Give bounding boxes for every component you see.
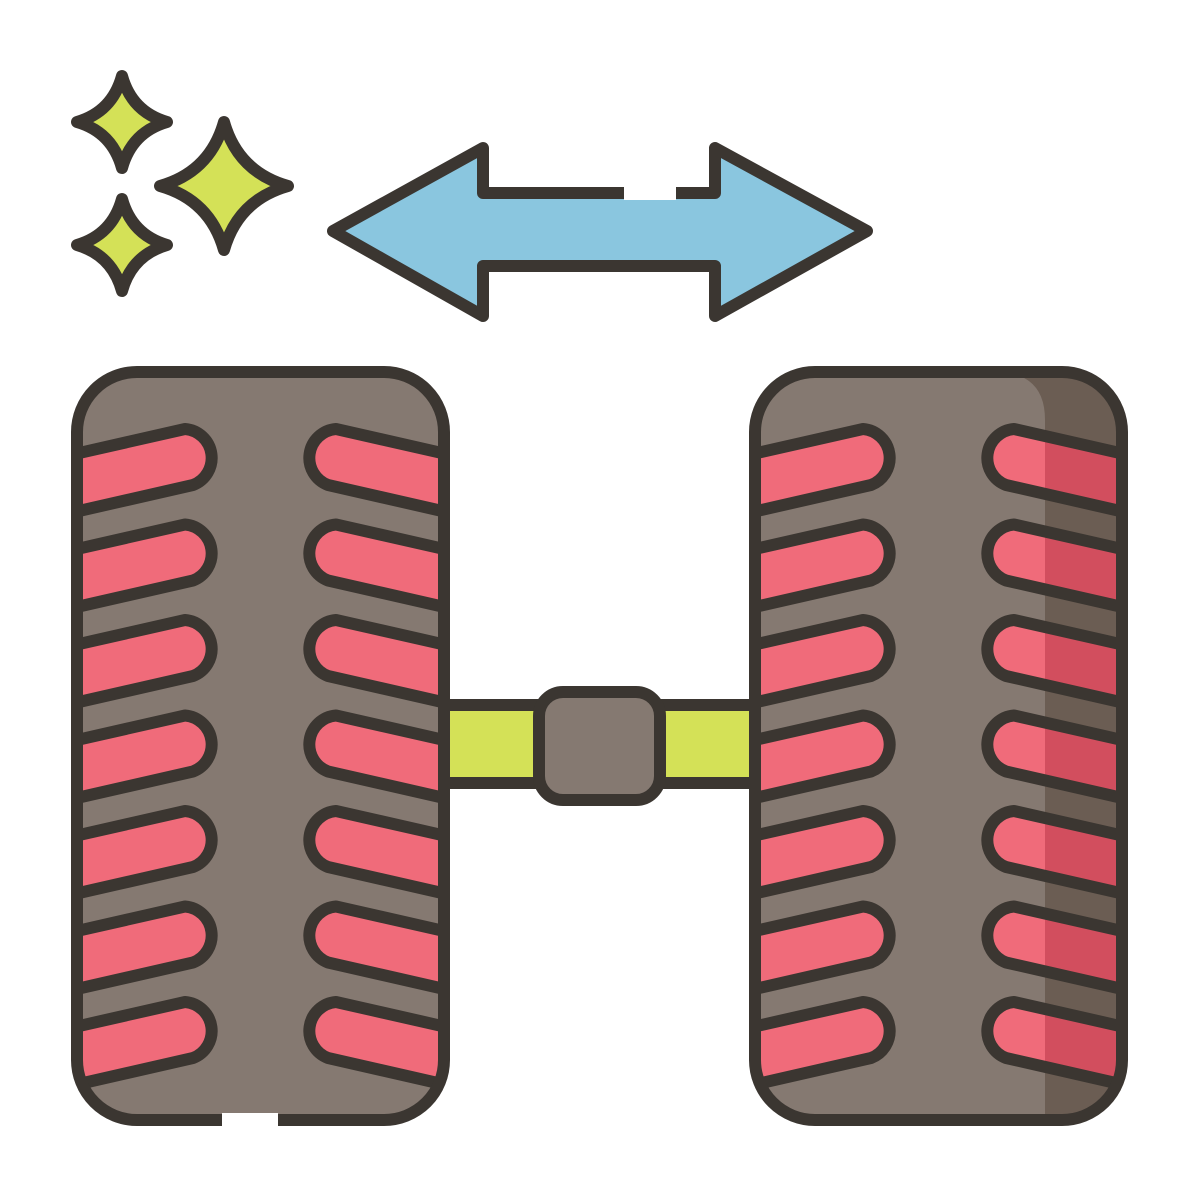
sparkles-icon	[71, 70, 294, 297]
tread-block-group	[303, 709, 444, 809]
double-arrow-icon	[327, 142, 873, 322]
tread-block-group	[303, 996, 444, 1095]
tread-block	[77, 900, 218, 1000]
tread-block-group	[303, 805, 444, 904]
tread-block	[755, 709, 896, 809]
sparkle-large	[154, 116, 294, 256]
tread-block-group	[981, 423, 1122, 522]
left-tire-treads	[77, 423, 444, 1095]
right-tire-treads	[755, 423, 1122, 1095]
tread-block-group	[303, 423, 444, 522]
tread-block-outline	[981, 709, 1122, 809]
tread-block-group	[303, 614, 444, 713]
axle	[440, 686, 760, 806]
right-tire-outline	[749, 366, 1128, 1126]
sparkle-small-bottom	[71, 193, 173, 297]
double-arrow-shape	[327, 142, 873, 322]
tread-block-outline	[303, 996, 444, 1095]
tread-block	[77, 614, 218, 713]
tread-block	[77, 518, 218, 618]
tread-block-group	[303, 900, 444, 1000]
tread-block-outline	[981, 805, 1122, 904]
tread-block-group	[981, 900, 1122, 1000]
tread-block-outline	[303, 518, 444, 618]
tread-block-outline	[981, 423, 1122, 522]
axle-hub	[533, 686, 666, 806]
tread-block-outline	[303, 900, 444, 1000]
tread-block-group	[303, 518, 444, 618]
sparkle-small-top	[71, 70, 173, 174]
tread-block-outline	[303, 805, 444, 904]
tread-block-outline	[303, 614, 444, 713]
tread-block	[77, 805, 218, 904]
tread-block-outline	[981, 518, 1122, 618]
tread-block	[755, 805, 896, 904]
tread-block-group	[981, 518, 1122, 618]
tread-block-group	[981, 996, 1122, 1095]
tread-block	[755, 423, 896, 522]
tread-block-outline	[303, 423, 444, 522]
tread-block	[77, 423, 218, 522]
tread-block-outline	[981, 614, 1122, 713]
tread-block	[755, 900, 896, 1000]
tread-block-group	[981, 805, 1122, 904]
left-tire	[71, 366, 450, 1127]
tread-block-outline	[981, 900, 1122, 1000]
tread-block-group	[981, 709, 1122, 809]
tread-block	[77, 709, 218, 809]
tread-block-group	[981, 614, 1122, 713]
tread-block-outline	[303, 709, 444, 809]
tread-block	[755, 518, 896, 618]
tread-block	[77, 996, 218, 1095]
right-tire	[749, 366, 1128, 1126]
tread-block-outline	[981, 996, 1122, 1095]
tread-block	[755, 614, 896, 713]
tread-block	[755, 996, 896, 1095]
